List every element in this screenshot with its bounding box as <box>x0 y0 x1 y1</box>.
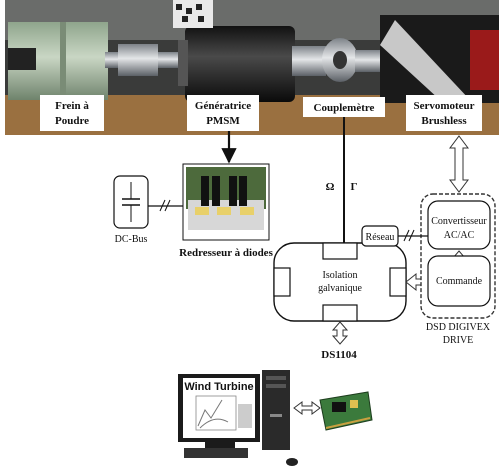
rectifier-label: Redresseur à diodes <box>179 247 273 259</box>
isolation-ds1104-link <box>331 321 349 345</box>
galvanic-isolation-block <box>273 242 407 322</box>
brake-label-1: Frein à <box>55 100 89 112</box>
dc-bus-label: DC-Bus <box>115 234 148 245</box>
monitor-title: Wind Turbine <box>184 381 253 393</box>
converter-label-1: Convertisseur <box>431 216 487 227</box>
pc-workstation-image <box>178 370 298 466</box>
generator-label-2: PMSM <box>206 115 240 127</box>
torquemeter-label: Couplemètre <box>314 102 375 114</box>
keyboard <box>184 448 248 458</box>
converter-block <box>427 200 491 250</box>
generator-label-plate <box>187 95 259 131</box>
speed-signal-label: Ω <box>326 181 335 193</box>
servomotor-drive-link <box>449 135 469 193</box>
network-label: Réseau <box>366 232 395 243</box>
brake-label-2: Poudre <box>55 115 89 127</box>
servomotor-label-plate <box>406 95 482 131</box>
generator-label-1: Génératrice <box>195 100 251 112</box>
isolation-label-1: Isolation <box>323 270 358 281</box>
mouse <box>286 458 298 466</box>
ds1104-label: DS1104 <box>321 349 357 361</box>
pmsm-generator-image <box>173 0 295 102</box>
drive-label-1: DSD DIGIVEX <box>426 322 491 333</box>
rectifier-image <box>182 163 270 241</box>
servomotor-label-1: Servomoteur <box>413 100 474 112</box>
torquemeter-label-plate <box>303 97 385 117</box>
torquemeter-image <box>292 38 385 82</box>
torque-signal-label: Γ <box>351 181 358 193</box>
command-block <box>427 255 491 307</box>
servomotor-label-2: Brushless <box>421 115 467 127</box>
powder-brake-image <box>8 22 108 100</box>
brake-label-plate <box>40 95 104 131</box>
isolation-label-2: galvanique <box>318 283 362 294</box>
drive-label-2: DRIVE <box>443 335 474 346</box>
converter-label-2: AC/AC <box>444 230 475 241</box>
test-bench-photo: Frein à Poudre Génératrice PMSM Couplemè… <box>5 0 499 135</box>
command-label: Commande <box>436 276 483 287</box>
ds1104-board-image <box>319 391 373 431</box>
pc-ds1104-link <box>293 401 321 415</box>
dc-bus-block <box>113 175 149 229</box>
servomotor-image <box>380 15 499 103</box>
